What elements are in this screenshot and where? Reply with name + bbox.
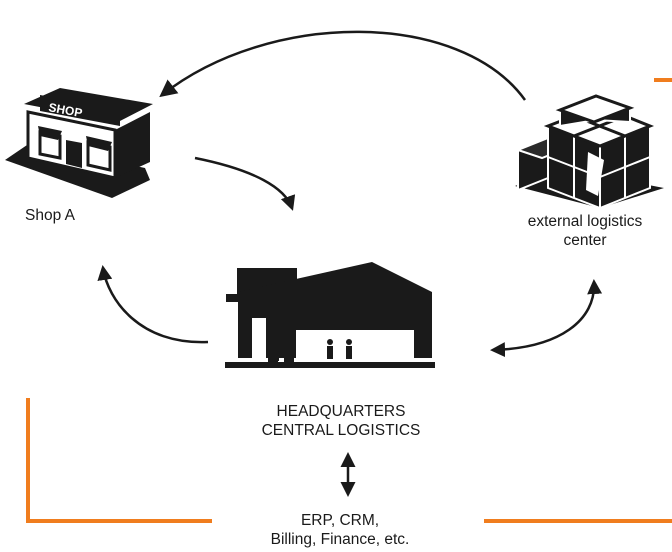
shop-sign-text: SHOP [47,100,83,120]
erp-label: ERP, CRM, Billing, Finance, etc. [220,511,460,549]
external-logistics-label: external logistics center [490,212,672,250]
arrow-hq-to-shop [97,265,209,344]
shop-label: Shop A [25,207,75,224]
external-logistics-label-line1: external logistics [527,213,643,230]
headquarters-building-icon [225,262,435,368]
arrow-hq-logistics [490,279,603,358]
arrow-logistics-to-shop [159,30,527,101]
headquarters-label-line2: CENTRAL LOGISTICS [261,422,421,439]
bracket-left [26,398,212,523]
flow-arrows [97,30,603,497]
erp-label-line2: Billing, Finance, etc. [270,531,410,548]
stacked-boxes-icon [515,94,664,210]
external-logistics-label-line2: center [563,232,607,249]
shop-building-icon: SHOP [5,88,153,198]
headquarters-label-line1: HEADQUARTERS [276,403,406,420]
headquarters-label: HEADQUARTERS CENTRAL LOGISTICS [236,402,446,440]
erp-label-line1: ERP, CRM, [300,512,380,529]
arrow-shop-to-hq [194,156,296,211]
accent-bracket [26,78,672,523]
